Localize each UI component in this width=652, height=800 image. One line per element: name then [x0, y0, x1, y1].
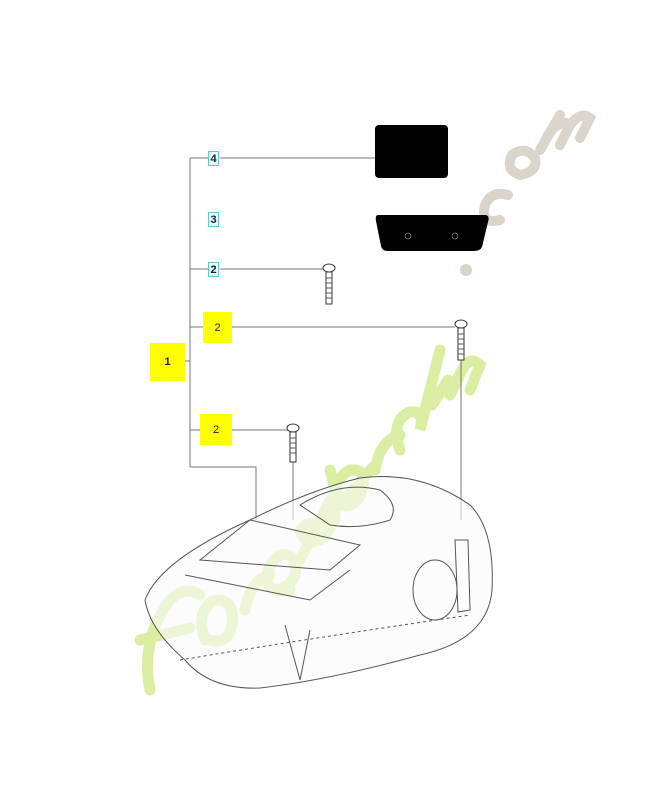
screw-icon: [322, 263, 336, 305]
part-4-decal: [375, 125, 448, 178]
leader-lines: [185, 157, 462, 520]
callout-2: 2: [208, 262, 219, 277]
screw-icon: [286, 423, 300, 463]
part-1-housing: [144, 476, 493, 689]
callout-2-highlighted: 2: [200, 414, 232, 445]
callout-3: 3: [208, 212, 219, 227]
screw-icon: [454, 319, 468, 361]
callout-1-highlighted: 1: [150, 343, 185, 381]
callout-2-highlighted: 2: [203, 312, 232, 343]
callout-4: 4: [208, 151, 219, 166]
part-3-cover: [375, 215, 489, 251]
